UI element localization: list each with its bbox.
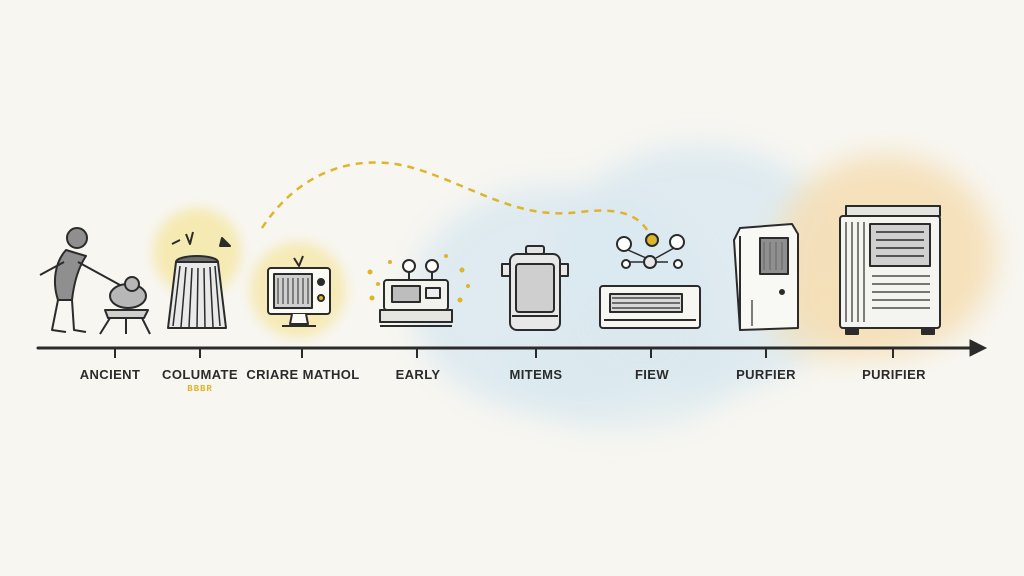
stage-label-fiew: FIEW — [634, 367, 670, 382]
stage-label-purifier: PURIFIER — [862, 367, 926, 382]
person-fanning-icon — [39, 227, 151, 335]
vintage-machine-icon — [367, 254, 470, 327]
stage-label-purfier: PURFIER — [736, 367, 796, 382]
basket-filter-icon — [167, 231, 231, 329]
timeline-ticks — [114, 348, 894, 358]
stage-label-ancient: ANCIENT — [79, 367, 141, 382]
stage-label-early: EARLY — [395, 367, 441, 382]
tower-purifier-icon — [733, 223, 799, 331]
stage-label-criare-mathol: CRIARE MATHOL — [246, 367, 360, 382]
retro-tv-icon — [267, 255, 331, 327]
timeline-axis — [36, 339, 988, 357]
dashed-progress-arc — [260, 161, 652, 236]
large-purifier-icon — [839, 205, 941, 335]
wall-ac-unit-icon — [599, 233, 701, 329]
canister-icon — [501, 245, 569, 331]
stage-sublabel-columate: BBBR — [187, 384, 213, 394]
stage-label-mitems: MITEMS — [509, 367, 563, 382]
stage-label-columate: COLUMATE — [162, 367, 238, 382]
